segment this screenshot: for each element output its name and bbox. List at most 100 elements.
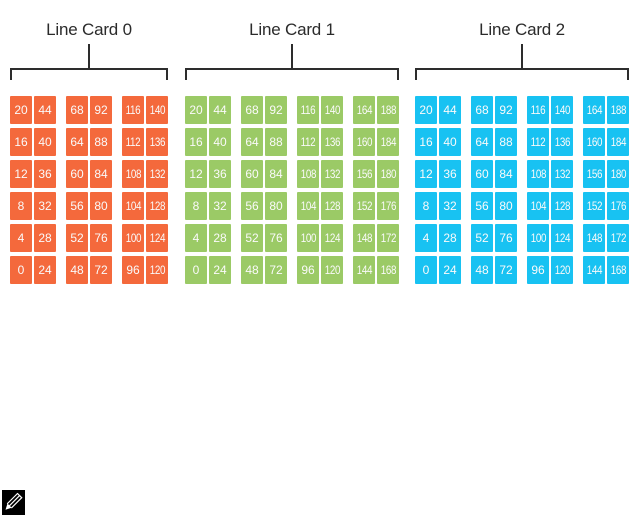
port-number: 96 — [531, 263, 545, 277]
port-number: 124 — [554, 231, 570, 245]
port-number: 12 — [189, 167, 203, 181]
port-number: 48 — [475, 263, 489, 277]
port-number: 72 — [94, 263, 108, 277]
port-number: 108 — [530, 167, 546, 181]
port-cell: 76 — [265, 224, 287, 252]
port-cell: 52 — [471, 224, 493, 252]
port-number: 8 — [192, 199, 200, 213]
port-number: 80 — [269, 199, 283, 213]
port-number: 108 — [125, 167, 141, 181]
port-cell: 16 — [415, 128, 437, 156]
port-number: 128 — [149, 199, 165, 213]
port-cell: 140 — [146, 96, 168, 124]
port-number: 180 — [380, 167, 396, 181]
port-number: 76 — [269, 231, 283, 245]
port-number: 20 — [419, 103, 433, 117]
port-number: 124 — [149, 231, 165, 245]
line-card-2-title: Line Card 2 — [479, 20, 565, 39]
port-number: 80 — [499, 199, 513, 213]
port-cell: 148 — [353, 224, 375, 252]
port-number: 156 — [586, 167, 602, 181]
port-number: 16 — [419, 135, 433, 149]
port-number: 28 — [38, 231, 52, 245]
port-number: 36 — [443, 167, 457, 181]
port-cell: 176 — [377, 192, 399, 220]
port-cell: 72 — [90, 256, 112, 284]
port-number: 52 — [475, 231, 489, 245]
port-number: 36 — [38, 167, 52, 181]
port-number: 112 — [300, 135, 316, 149]
port-number: 28 — [443, 231, 457, 245]
port-cell: 152 — [353, 192, 375, 220]
port-cell: 44 — [439, 96, 461, 124]
port-cell: 108 — [122, 160, 144, 188]
port-cell: 92 — [265, 96, 287, 124]
port-cell: 72 — [495, 256, 517, 284]
port-cell: 64 — [66, 128, 88, 156]
port-cell: 40 — [439, 128, 461, 156]
port-cell: 124 — [146, 224, 168, 252]
port-number: 92 — [269, 103, 283, 117]
port-number: 124 — [324, 231, 340, 245]
port-cell: 48 — [471, 256, 493, 284]
port-number: 120 — [149, 263, 165, 277]
port-cell: 120 — [321, 256, 343, 284]
port-number: 68 — [70, 103, 84, 117]
port-cell: 84 — [90, 160, 112, 188]
port-cell: 80 — [495, 192, 517, 220]
port-number: 96 — [301, 263, 315, 277]
port-number: 184 — [380, 135, 396, 149]
port-cell: 120 — [146, 256, 168, 284]
port-number: 120 — [554, 263, 570, 277]
port-number: 84 — [94, 167, 108, 181]
port-cell: 144 — [353, 256, 375, 284]
port-cell: 160 — [353, 128, 375, 156]
port-cell: 36 — [439, 160, 461, 188]
port-cell: 188 — [377, 96, 399, 124]
port-cell: 8 — [185, 192, 207, 220]
port-number: 0 — [192, 263, 200, 277]
port-cell: 188 — [607, 96, 629, 124]
port-number: 20 — [189, 103, 203, 117]
port-cell: 80 — [90, 192, 112, 220]
port-cell: 12 — [415, 160, 437, 188]
port-cell: 120 — [551, 256, 573, 284]
port-number: 24 — [213, 263, 227, 277]
port-number: 56 — [245, 199, 259, 213]
port-cell: 80 — [265, 192, 287, 220]
port-cell: 36 — [209, 160, 231, 188]
port-number: 60 — [475, 167, 489, 181]
port-cell: 168 — [377, 256, 399, 284]
port-number: 148 — [586, 231, 602, 245]
port-cell: 88 — [265, 128, 287, 156]
port-cell: 44 — [209, 96, 231, 124]
port-cell: 116 — [297, 96, 319, 124]
port-number: 128 — [324, 199, 340, 213]
port-cell: 168 — [607, 256, 629, 284]
port-number: 128 — [554, 199, 570, 213]
port-cell: 68 — [471, 96, 493, 124]
port-cell: 88 — [495, 128, 517, 156]
port-cell: 92 — [495, 96, 517, 124]
port-number: 68 — [475, 103, 489, 117]
port-cell: 172 — [377, 224, 399, 252]
port-cell: 140 — [551, 96, 573, 124]
port-number: 60 — [70, 167, 84, 181]
port-cell: 112 — [527, 128, 549, 156]
port-cell: 76 — [495, 224, 517, 252]
port-number: 64 — [475, 135, 489, 149]
port-cell: 104 — [122, 192, 144, 220]
port-number: 44 — [443, 103, 457, 117]
bracket — [10, 68, 168, 80]
port-number: 132 — [324, 167, 340, 181]
port-cell: 12 — [10, 160, 32, 188]
port-number: 72 — [499, 263, 513, 277]
port-number: 184 — [610, 135, 626, 149]
port-number: 84 — [269, 167, 283, 181]
port-number: 136 — [324, 135, 340, 149]
